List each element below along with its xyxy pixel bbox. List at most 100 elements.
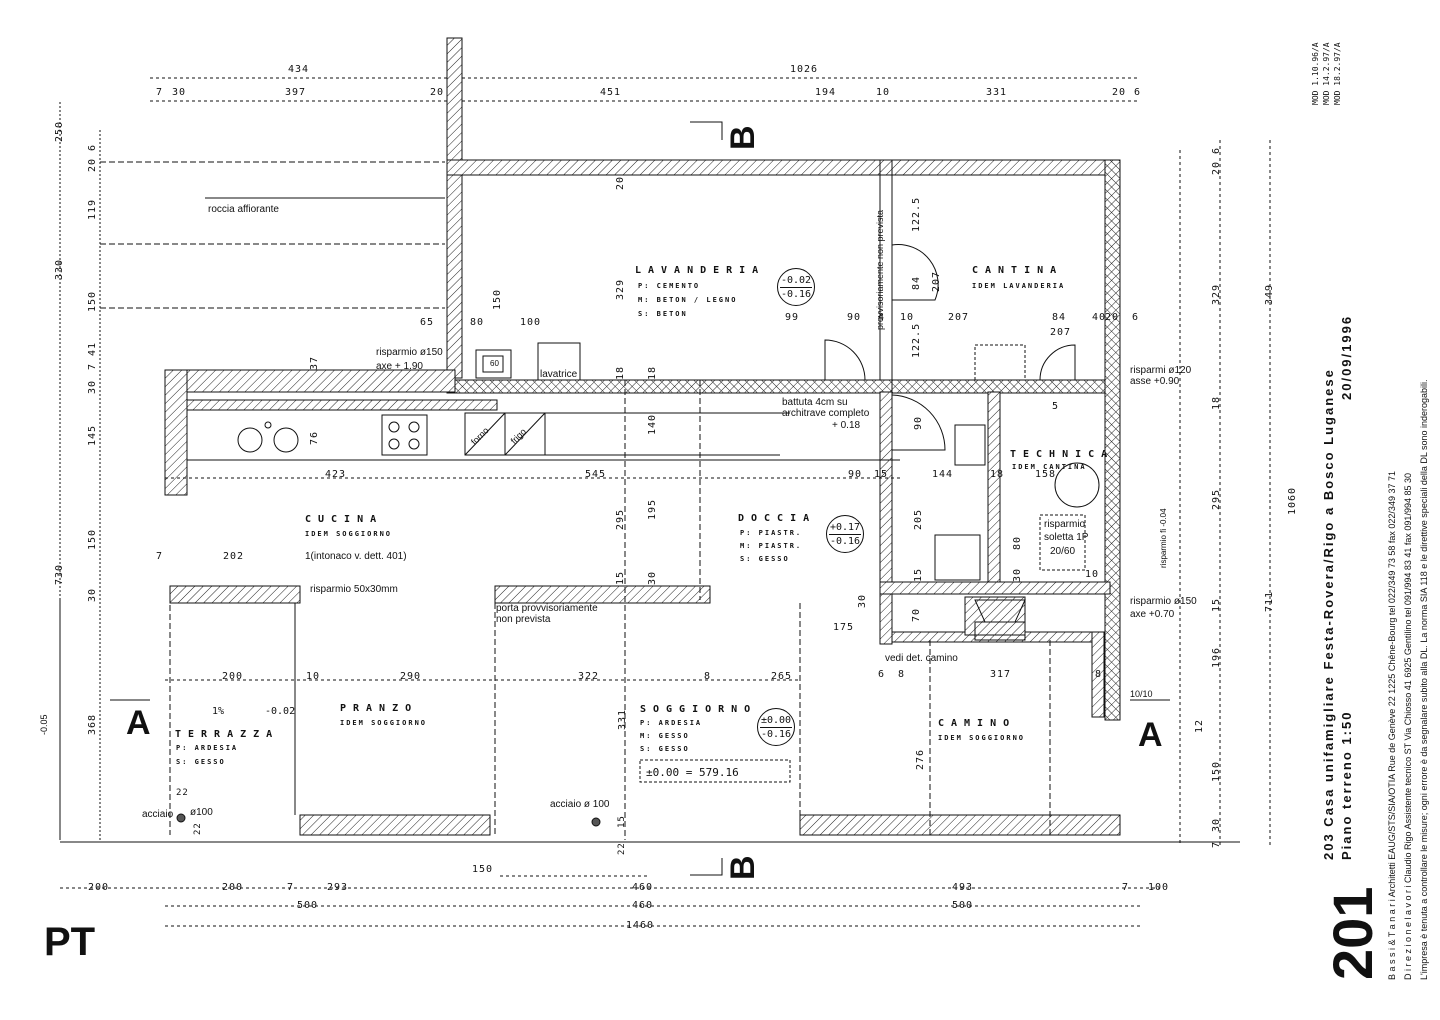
dim: 100 bbox=[1148, 882, 1170, 893]
note-vedi-camino: vedi det. camino bbox=[885, 653, 958, 664]
room-spec: P: ARDESIA bbox=[176, 744, 239, 752]
revision-entry: MOD 18.2.97/A bbox=[1333, 42, 1342, 105]
level-marker-lavanderia: -0.02-0.16 bbox=[777, 268, 815, 306]
room-spec: S: BETON bbox=[638, 310, 688, 318]
note-10-10: 10/10 bbox=[1130, 689, 1153, 699]
dim: 10 bbox=[876, 87, 891, 98]
room-spec: M: GESSO bbox=[640, 732, 690, 740]
dim: 250 bbox=[54, 120, 65, 142]
note-battuta-1: battuta 4cm su bbox=[782, 397, 848, 408]
drawing-date: 20/09/1996 bbox=[1339, 314, 1354, 400]
dim: 730 bbox=[54, 563, 65, 585]
dim: 150 bbox=[87, 290, 98, 312]
room-doccia: DOCCIA bbox=[738, 513, 817, 524]
dim: 20 bbox=[1105, 312, 1120, 323]
dim: 317 bbox=[990, 669, 1012, 680]
dim: 18 bbox=[1211, 395, 1222, 410]
dim: 20 6 bbox=[87, 143, 98, 172]
dim: 140 bbox=[647, 413, 658, 435]
dim: 295 bbox=[615, 508, 626, 530]
dim: 22 bbox=[176, 788, 189, 798]
dim: 10 bbox=[1085, 569, 1100, 580]
dim: 7 bbox=[287, 882, 295, 893]
dim: 7 bbox=[1211, 840, 1222, 848]
dim: 99 bbox=[785, 312, 800, 323]
dim: 84 bbox=[911, 275, 922, 290]
room-terrazza: TERRAZZA bbox=[175, 729, 280, 740]
dim: 290 bbox=[400, 671, 422, 682]
dim: 6 bbox=[878, 669, 886, 680]
dim: 122.5 bbox=[911, 322, 922, 358]
dim: 368 bbox=[87, 713, 98, 735]
dim: 10 bbox=[306, 671, 321, 682]
dim: 84 bbox=[1052, 312, 1067, 323]
room-spec: M: BETON / LEGNO bbox=[638, 296, 738, 304]
section-mark-b-top: B bbox=[724, 125, 762, 150]
dim: 100 bbox=[520, 317, 542, 328]
note-asse-090: asse +0.90 bbox=[1130, 376, 1180, 387]
note-porta-2: non prevista bbox=[496, 614, 551, 625]
dim: 423 bbox=[325, 469, 347, 480]
dim: 119 bbox=[87, 198, 98, 220]
dim: 20 6 bbox=[1211, 146, 1222, 175]
note-soletta-1: risparmio bbox=[1044, 519, 1086, 530]
dim: 194 bbox=[815, 87, 837, 98]
revision-list: MOD 1.10.96/A MOD 14.2.97/A MOD 18.2.97/… bbox=[1310, 42, 1343, 105]
dim: 122.5 bbox=[911, 196, 922, 232]
dim: 493 bbox=[952, 882, 974, 893]
note-soletta-2: soletta 1P bbox=[1044, 532, 1089, 543]
sheet-title: Piano terreno 1:50 bbox=[1339, 710, 1354, 860]
slope-label: 1% bbox=[212, 706, 225, 717]
dim: 200 bbox=[222, 671, 244, 682]
dim: 30 bbox=[857, 593, 868, 608]
dim: 500 bbox=[297, 900, 319, 911]
sheet-label: PT bbox=[44, 920, 96, 964]
dim: 545 bbox=[585, 469, 607, 480]
dim: 322 bbox=[578, 671, 600, 682]
dim: 460 bbox=[632, 900, 654, 911]
room-spec: S: GESSO bbox=[176, 758, 226, 766]
dim: 202 bbox=[223, 551, 245, 562]
dim: 349 bbox=[1264, 283, 1275, 305]
room-spec: P: PIASTR. bbox=[740, 529, 803, 537]
room-spec: S: GESSO bbox=[640, 745, 690, 753]
dim: 6 bbox=[1132, 312, 1140, 323]
dim: 15 bbox=[874, 469, 889, 480]
room-spec: IDEM SOGGIORNO bbox=[938, 734, 1026, 742]
room-cantina: CANTINA bbox=[972, 265, 1064, 276]
dim: 15 bbox=[617, 815, 627, 828]
dim: 397 bbox=[285, 87, 307, 98]
dim: 30 bbox=[87, 587, 98, 602]
dim: 90 bbox=[848, 469, 863, 480]
dim: 200 bbox=[88, 882, 110, 893]
note-risparmio-150: risparmio ø150 bbox=[376, 347, 443, 358]
dim: 265 bbox=[771, 671, 793, 682]
dim: 295 bbox=[1211, 488, 1222, 510]
dim: 7 bbox=[156, 551, 164, 562]
dim: 22 bbox=[617, 842, 627, 855]
room-spec: IDEM LAVANDERIA bbox=[972, 282, 1066, 290]
section-mark-a-right: A bbox=[1138, 716, 1163, 754]
dim: 144 bbox=[932, 469, 954, 480]
dim: 20 bbox=[615, 175, 626, 190]
note-risparmio-fi: risparmio fi -0.04 bbox=[1159, 508, 1168, 568]
dim: 205 bbox=[913, 508, 924, 530]
title-block: 201 203 Casa unifamigliare Festa-Rovera/… bbox=[1315, 280, 1440, 980]
section-mark-b-bottom: B bbox=[724, 855, 762, 880]
level-marker-soggiorno: ±0.00-0.16 bbox=[757, 708, 795, 746]
dim: 7 bbox=[1122, 882, 1130, 893]
dim: 329 bbox=[1211, 283, 1222, 305]
dim: 329 bbox=[615, 278, 626, 300]
dim: 331 bbox=[617, 708, 628, 730]
dim: 80 bbox=[1012, 535, 1023, 550]
dim: 331 bbox=[986, 87, 1008, 98]
room-spec: IDEM CANTINA bbox=[1012, 463, 1087, 471]
dim: 15 bbox=[615, 570, 626, 585]
dim: 293 bbox=[327, 882, 349, 893]
note-axe-070: axe +0.70 bbox=[1130, 609, 1175, 620]
note-phi-left: ø100 bbox=[190, 807, 213, 818]
site-manager-line: D i r e z i o n e l a v o r i Claudio Ri… bbox=[1403, 473, 1413, 980]
terrace-level: -0.02 bbox=[265, 706, 296, 717]
dim: 15 bbox=[1211, 597, 1222, 612]
